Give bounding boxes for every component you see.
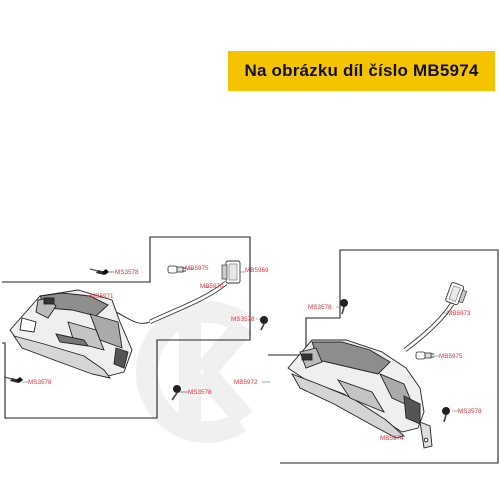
label-cable-right: MB5973 bbox=[447, 310, 471, 317]
label-housing-right: MB5972 bbox=[234, 379, 258, 386]
label-connector-left: MB5969 bbox=[245, 267, 269, 274]
screw-icon bbox=[3, 376, 23, 383]
bulb-icon bbox=[167, 265, 186, 274]
connector-icon bbox=[221, 260, 241, 284]
label-screw-top-right: MS3578 bbox=[308, 304, 332, 311]
label-lens-right: MB5974 bbox=[380, 435, 404, 442]
screw-icon bbox=[442, 407, 450, 423]
cable-line bbox=[115, 281, 228, 325]
label-housing-left: MB5971 bbox=[90, 293, 114, 300]
screw-icon bbox=[340, 299, 348, 315]
label-bulb-left: MB5975 bbox=[185, 265, 209, 272]
cable-line bbox=[403, 302, 454, 352]
connector-icon bbox=[445, 282, 468, 306]
right-lamp-housing bbox=[287, 339, 433, 449]
left-lamp-housing bbox=[9, 289, 133, 379]
screw-icon bbox=[171, 385, 181, 401]
label-screw-mount-left: MS3578 bbox=[188, 389, 212, 396]
label-cable-left: MB5970 bbox=[200, 283, 224, 290]
label-screw-bottom-left: MS3578 bbox=[28, 379, 52, 386]
leader-lines bbox=[22, 268, 458, 437]
screw-icon bbox=[260, 316, 268, 331]
label-screw-top-left: MS3578 bbox=[115, 269, 139, 276]
left-assembly-frame bbox=[2, 236, 251, 419]
banner-text: Na obrázku díl číslo MB5974 bbox=[244, 61, 479, 80]
bulb-icon bbox=[415, 351, 434, 360]
screw-icon bbox=[89, 268, 109, 275]
label-screw-middle: MS3578 bbox=[231, 316, 255, 323]
part-number-banner: Na obrázku díl číslo MB5974 bbox=[228, 51, 495, 91]
label-screw-right: MS3578 bbox=[458, 408, 482, 415]
kc-watermark bbox=[135, 301, 253, 443]
label-bulb-right: MB5975 bbox=[439, 353, 463, 360]
